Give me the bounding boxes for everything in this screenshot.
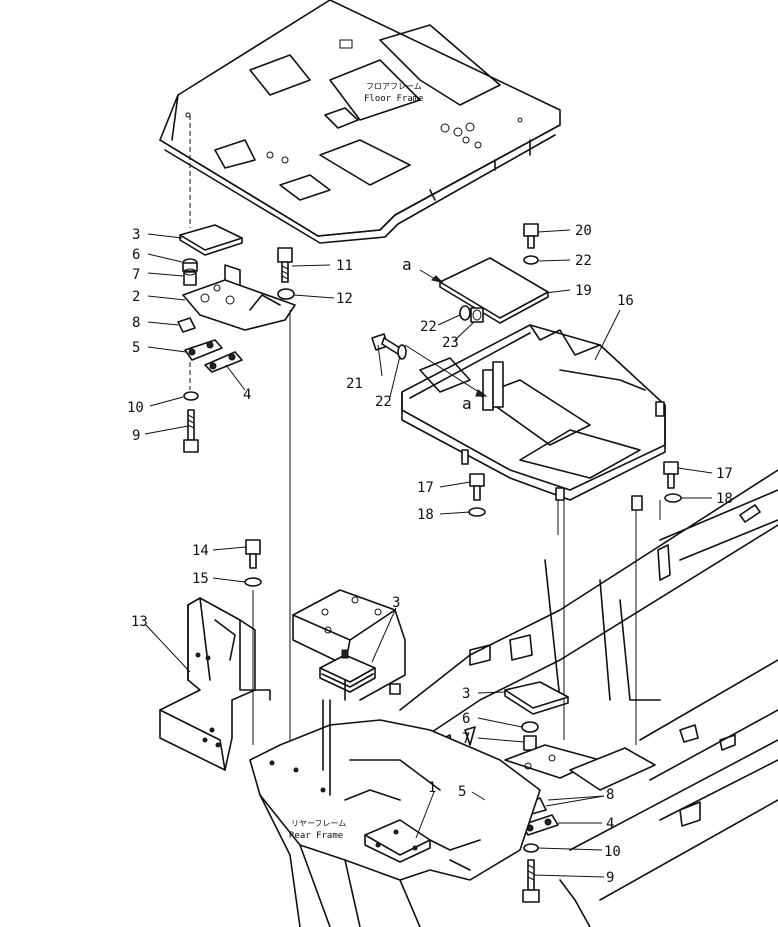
bolt-21-washer-22	[371, 333, 407, 360]
callout-4: 4	[606, 816, 614, 832]
callout-13: 13	[131, 614, 148, 630]
callout-12: 12	[336, 291, 353, 307]
cover-plate-19	[419, 257, 549, 324]
callout-19: 19	[575, 283, 592, 299]
machine-body-outline	[399, 469, 778, 901]
callout-2: 2	[132, 289, 140, 305]
callout-9: 9	[606, 870, 614, 886]
callout-22: 22	[375, 394, 392, 410]
floor-frame-label-jp: フロアフレーム	[366, 82, 422, 91]
callout-14: 14	[192, 543, 209, 559]
callout-11: 11	[336, 258, 353, 274]
bolt-11-washer-12	[277, 247, 295, 758]
leader-lines	[144, 229, 713, 878]
bolt-20-washer-22	[523, 223, 539, 265]
callout-15: 15	[192, 571, 209, 587]
callout-5: 5	[458, 784, 466, 800]
callout-8: 8	[606, 787, 614, 803]
callout-23: 23	[442, 335, 459, 351]
floor-plate-16	[401, 324, 666, 511]
callout-4: 4	[243, 387, 251, 403]
callout-9: 9	[132, 428, 140, 444]
callout-5: 5	[132, 340, 140, 356]
callout-18: 18	[417, 507, 434, 523]
left-mount-stack	[177, 115, 296, 453]
callout-17: 17	[417, 480, 434, 496]
callout-10: 10	[127, 400, 144, 416]
callout-3: 3	[392, 595, 400, 611]
bracket-13	[159, 597, 271, 771]
callout-21: 21	[346, 376, 363, 392]
rear-frame-label-en: Rear Frame	[289, 831, 343, 841]
callout-6: 6	[132, 247, 140, 263]
washer-22-nut-23	[459, 305, 484, 323]
floor-frame	[159, 0, 561, 244]
center-engine-mount	[292, 589, 406, 701]
callout-3: 3	[462, 686, 470, 702]
callout-22: 22	[575, 253, 592, 269]
bolt-17-washer-18-left	[468, 473, 486, 517]
rear-frame	[249, 699, 591, 927]
callout-6: 6	[462, 711, 470, 727]
callout-20: 20	[575, 223, 592, 239]
callout-18: 18	[716, 491, 733, 507]
callout-22: 22	[420, 319, 437, 335]
callout-17: 17	[716, 466, 733, 482]
view-mark-a-plate: a	[462, 394, 472, 413]
callout-8: 8	[132, 315, 140, 331]
callout-7: 7	[462, 731, 470, 747]
callout-1: 1	[428, 780, 436, 796]
callout-16: 16	[617, 293, 634, 309]
callout-3: 3	[132, 227, 140, 243]
bolt-17-washer-18-right	[663, 461, 682, 503]
rear-frame-label-jp: リヤーフレーム	[291, 819, 346, 828]
mount-stack-right-body	[484, 681, 656, 903]
callout-7: 7	[132, 267, 140, 283]
floor-frame-label-en: Floor Frame	[364, 94, 424, 104]
view-mark-a-top: a	[402, 255, 412, 274]
callout-10: 10	[604, 844, 621, 860]
callout-numbers: 3 6 7 2 8 5 4 10 9 11 12 20 22 19 16 22 …	[127, 223, 733, 886]
bolt-14-washer-15	[244, 539, 262, 745]
